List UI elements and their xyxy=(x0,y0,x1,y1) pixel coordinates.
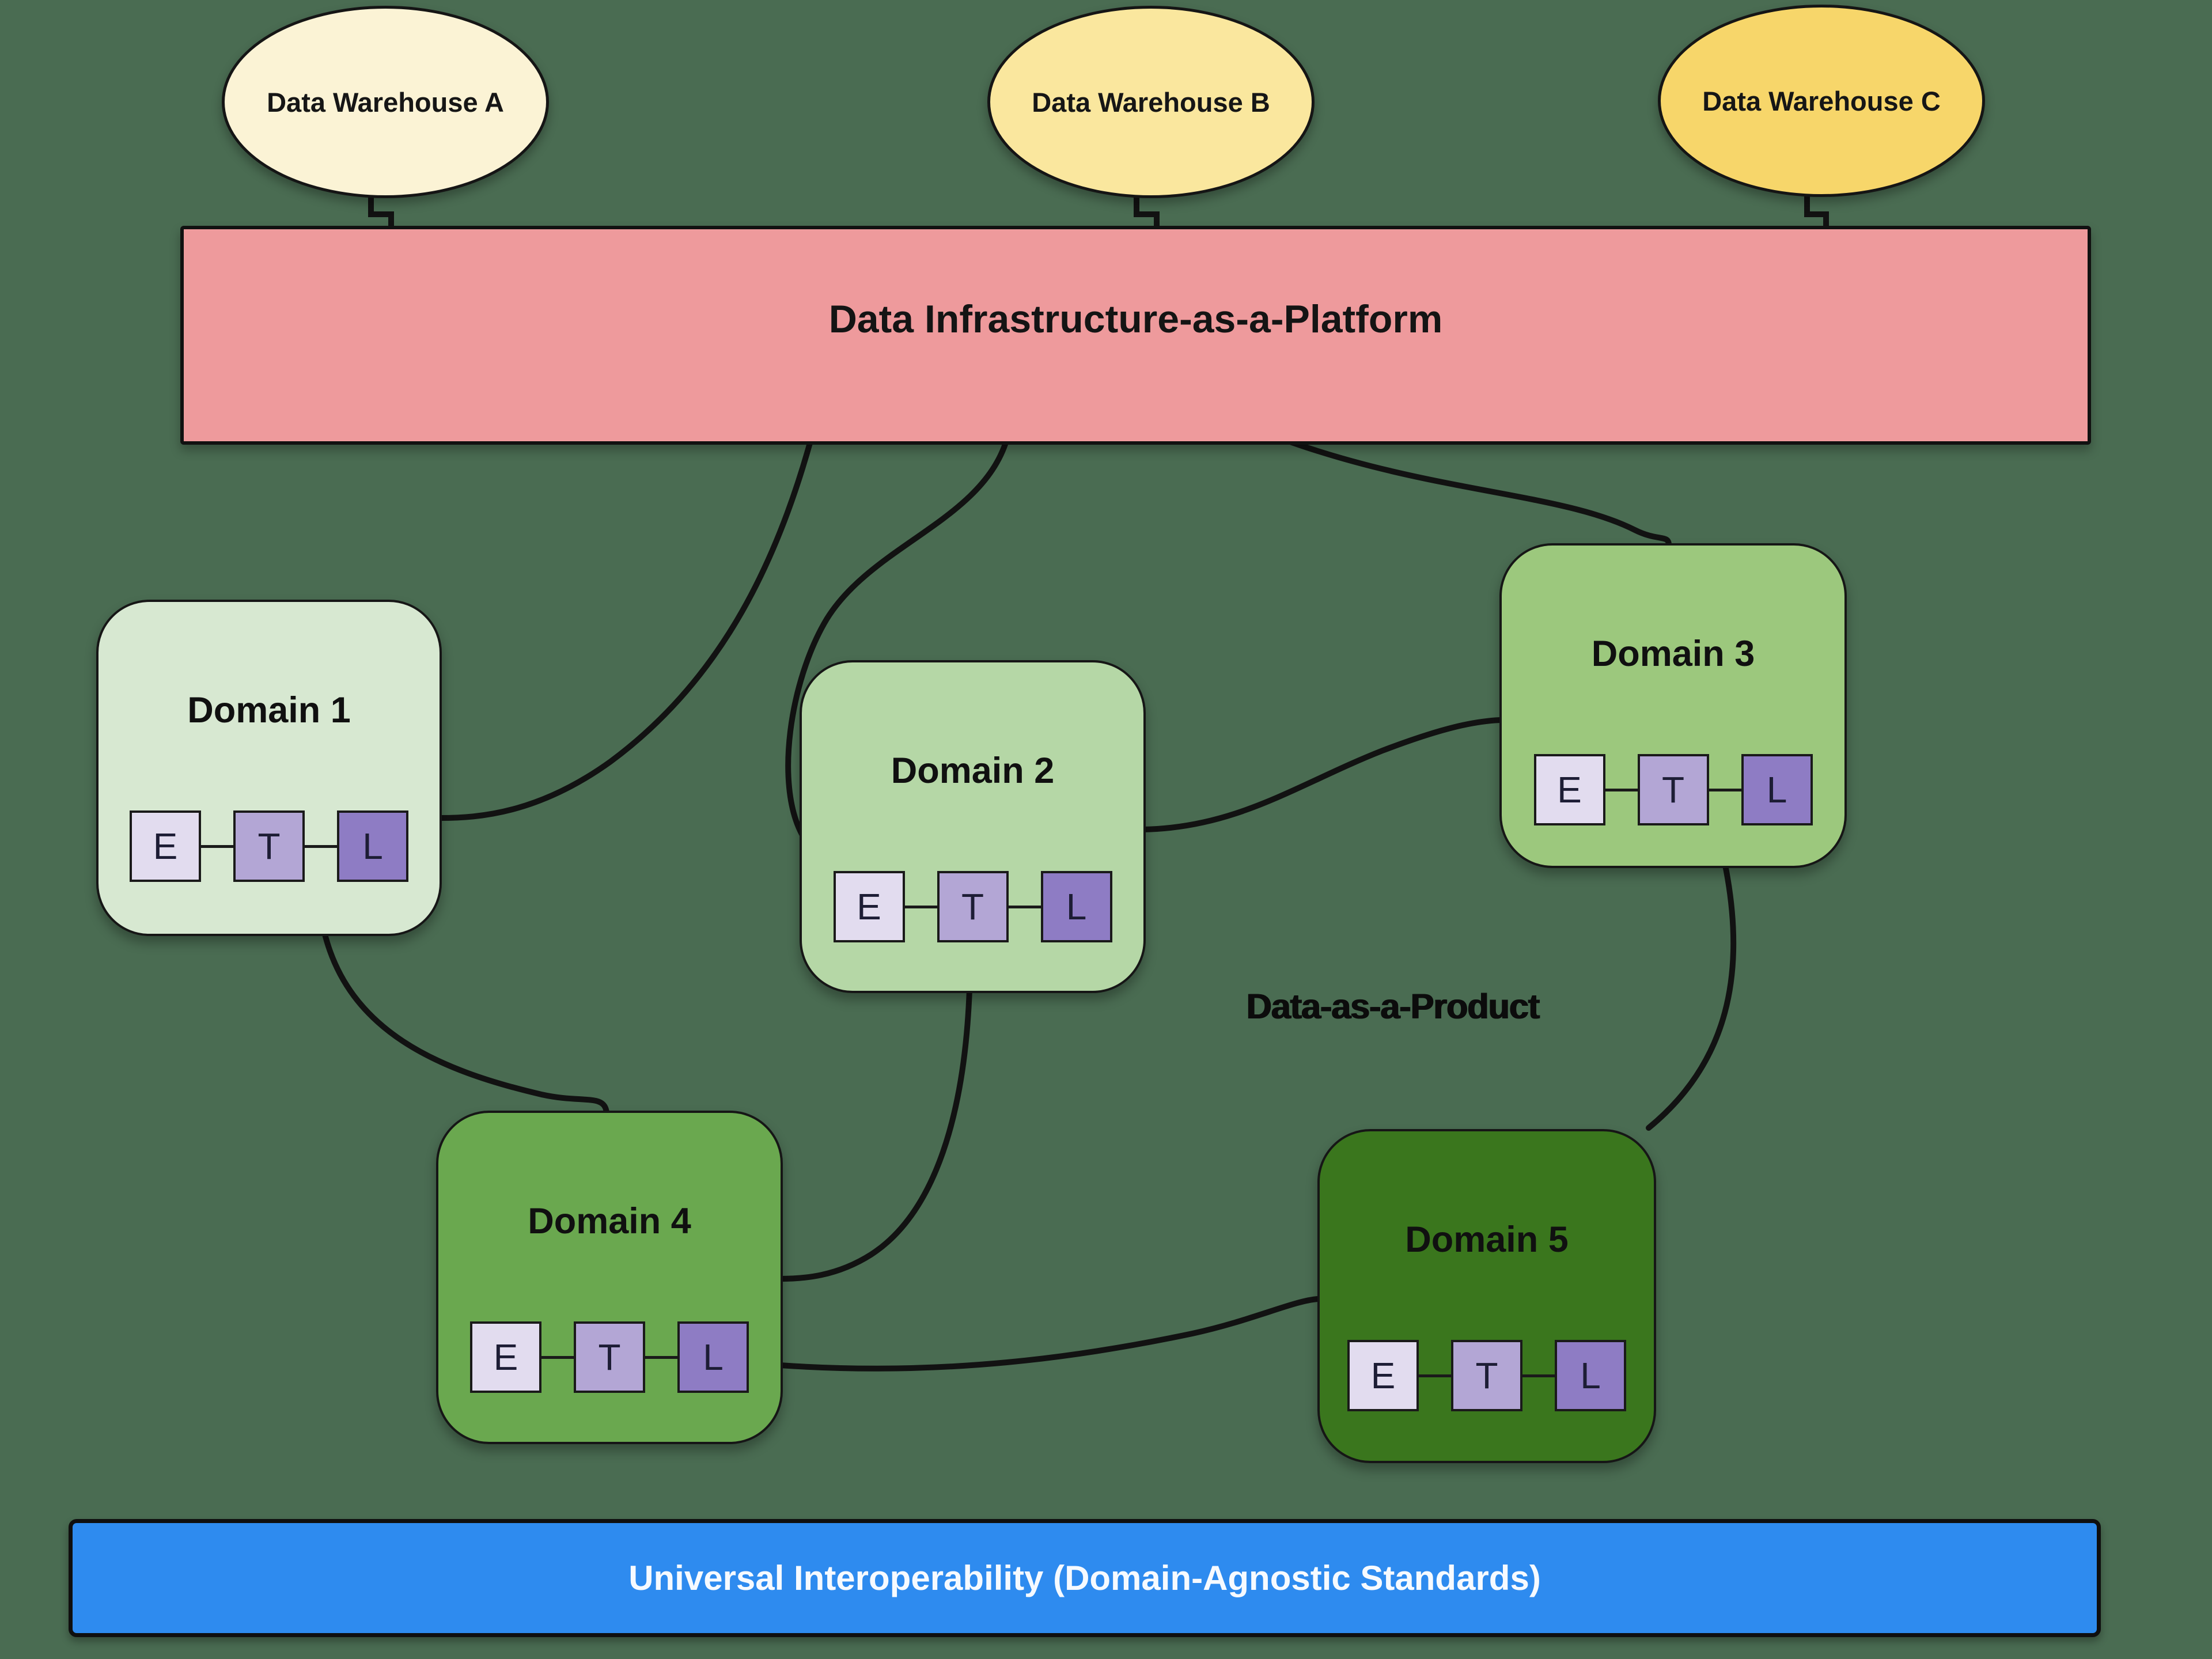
load-letter: L xyxy=(1066,886,1087,927)
transform-letter: T xyxy=(598,1336,621,1378)
extract-box: E xyxy=(833,871,905,942)
transform-letter: T xyxy=(1475,1355,1498,1396)
domain-1-node: Domain 1 E T L xyxy=(96,600,442,936)
etl-link-line xyxy=(1419,1374,1451,1377)
connector-warehouse-a-platform xyxy=(368,187,394,230)
warehouse-c-label: Data Warehouse C xyxy=(1702,85,1941,116)
etl-link-line xyxy=(1522,1374,1555,1377)
domain-1-etl-pipeline: E T L xyxy=(99,810,440,882)
etl-link-line xyxy=(305,844,337,848)
connector-domain2-domain3 xyxy=(1140,717,1503,832)
load-letter: L xyxy=(1766,769,1787,810)
load-box: L xyxy=(1040,871,1112,942)
transform-letter: T xyxy=(257,825,281,867)
warehouse-a-label: Data Warehouse A xyxy=(267,86,504,118)
load-box: L xyxy=(337,810,408,882)
load-letter: L xyxy=(362,825,383,867)
connector-domain4-domain5 xyxy=(777,1296,1321,1372)
transform-box: T xyxy=(1451,1340,1522,1411)
domain-3-etl-pipeline: E T L xyxy=(1502,754,1844,825)
load-letter: L xyxy=(1580,1355,1601,1396)
etl-link-line xyxy=(1709,788,1741,791)
connector-domain2-domain4 xyxy=(777,987,972,1282)
interoperability-bar: Universal Interoperability (Domain-Agnos… xyxy=(69,1519,2101,1637)
extract-box: E xyxy=(1533,754,1605,825)
etl-link-line xyxy=(1605,788,1638,791)
warehouse-c-node: Data Warehouse C xyxy=(1658,5,1985,197)
transform-box: T xyxy=(1637,754,1709,825)
warehouse-a-node: Data Warehouse A xyxy=(222,6,549,198)
domain-2-label: Domain 2 xyxy=(891,751,1055,791)
connector-warehouse-c-platform xyxy=(1804,186,1829,230)
extract-box: E xyxy=(130,810,201,882)
etl-link-line xyxy=(645,1355,677,1359)
domain-4-etl-pipeline: E T L xyxy=(438,1321,781,1393)
warehouse-b-node: Data Warehouse B xyxy=(987,6,1315,198)
connector-platform-domain3 xyxy=(1279,436,1672,547)
domain-3-node: Domain 3 E T L xyxy=(1499,543,1847,868)
domain-2-node: Domain 2 E T L xyxy=(800,660,1146,993)
domain-4-label: Domain 4 xyxy=(528,1201,691,1241)
warehouse-b-label: Data Warehouse B xyxy=(1032,86,1270,118)
etl-link-line xyxy=(904,905,937,908)
transform-letter: T xyxy=(961,886,984,927)
load-letter: L xyxy=(703,1336,724,1378)
platform-label: Data Infrastructure-as-a-Platform xyxy=(828,297,1443,341)
extract-letter: E xyxy=(153,825,178,867)
load-box: L xyxy=(1741,754,1813,825)
domain-2-etl-pipeline: E T L xyxy=(802,871,1143,942)
domain-4-node: Domain 4 E T L xyxy=(436,1111,783,1444)
domain-3-label: Domain 3 xyxy=(1591,634,1755,674)
transform-box: T xyxy=(937,871,1009,942)
data-as-a-product-label: Data-as-a-Product xyxy=(1245,987,1539,1026)
etl-link-line xyxy=(1008,905,1041,908)
interoperability-label: Universal Interoperability (Domain-Agnos… xyxy=(628,1559,1541,1597)
extract-letter: E xyxy=(857,886,881,927)
etl-link-line xyxy=(541,1355,574,1359)
connector-warehouse-b-platform xyxy=(1134,187,1160,230)
platform-bar: Data Infrastructure-as-a-Platform xyxy=(180,226,2091,445)
load-box: L xyxy=(1555,1340,1626,1411)
transform-box: T xyxy=(233,810,305,882)
connector-domain1-domain4 xyxy=(321,929,609,1116)
connector-platform-domain2 xyxy=(785,436,1010,837)
transform-box: T xyxy=(574,1321,645,1393)
connector-domain3-domain5 xyxy=(1646,862,1737,1131)
extract-letter: E xyxy=(1557,769,1582,810)
domain-5-etl-pipeline: E T L xyxy=(1320,1340,1654,1411)
extract-letter: E xyxy=(493,1336,518,1378)
connector-platform-domain1 xyxy=(437,436,814,821)
transform-letter: T xyxy=(1661,769,1685,810)
domain-5-label: Domain 5 xyxy=(1405,1219,1569,1260)
extract-letter: E xyxy=(1370,1355,1396,1396)
extract-box: E xyxy=(1347,1340,1419,1411)
domain-5-node: Domain 5 E T L xyxy=(1317,1129,1656,1463)
load-box: L xyxy=(677,1321,749,1393)
etl-link-line xyxy=(201,844,233,848)
extract-box: E xyxy=(470,1321,541,1393)
domain-1-label: Domain 1 xyxy=(187,690,351,730)
